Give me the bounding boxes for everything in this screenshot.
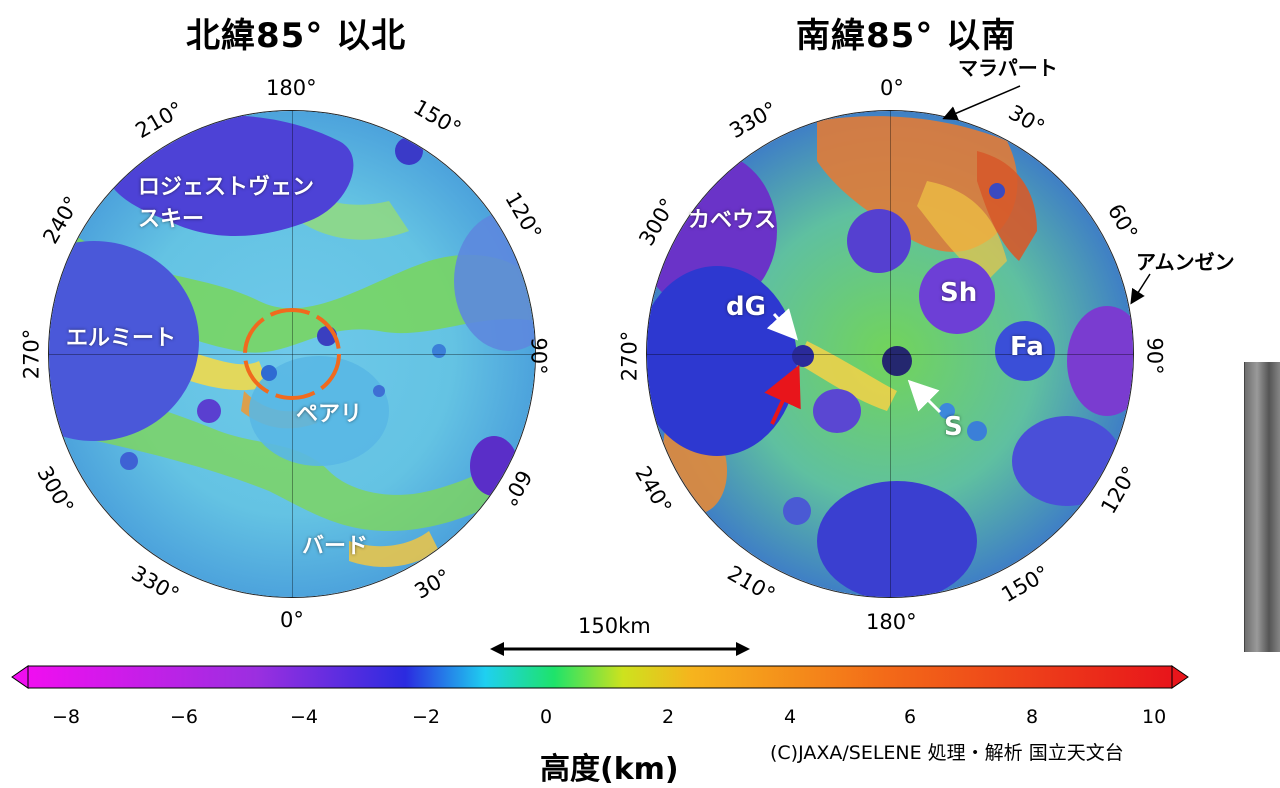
colorbar-tick: 10 <box>1142 706 1167 728</box>
elevation-colorbar <box>11 665 1189 689</box>
scale-label: 150km <box>578 614 651 638</box>
colorbar-tick: 6 <box>904 706 917 728</box>
south-pole-elevation-map <box>646 110 1134 598</box>
label-Sh: Sh <box>940 278 978 308</box>
label-Fa: Fa <box>1010 332 1044 362</box>
north-degree-top: 180° <box>266 76 317 100</box>
label-hermite: エルミート <box>66 326 177 351</box>
label-dG: dG <box>726 292 766 322</box>
colorbar-tick: −8 <box>52 706 81 728</box>
label-peary: ペアリ <box>296 402 363 427</box>
label-byrd: バード <box>302 534 369 559</box>
colorbar-tick: −2 <box>412 706 441 728</box>
colorbar-tick: 4 <box>784 706 797 728</box>
colorbar-tick: 8 <box>1026 706 1039 728</box>
label-amundsen: アムンゼン <box>1136 250 1235 274</box>
colorbar-tick: 2 <box>662 706 675 728</box>
north-pole-highlight-ring <box>243 308 341 400</box>
colorbar-tick: −6 <box>170 706 199 728</box>
label-malapert: マラパート <box>958 56 1058 80</box>
label-rozhdestvensky: ロジェストヴェン スキー <box>138 175 315 232</box>
south-pole-title: 南緯85° 以南 <box>796 16 1017 56</box>
north-pole-elevation-map <box>48 110 536 598</box>
south-degree-top: 0° <box>880 76 904 100</box>
colorbar-title: 高度(km) <box>540 752 679 787</box>
north-degree-bottom: 0° <box>280 608 304 632</box>
colorbar-tick: 0 <box>540 706 553 728</box>
label-S: S <box>944 412 963 442</box>
south-degree-bottom: 180° <box>866 610 917 634</box>
north-pole-title: 北緯85° 以北 <box>186 16 407 56</box>
credit-line: (C)JAXA/SELENE 処理・解析 国立天文台 <box>770 742 1124 764</box>
label-cabeus: カベウス <box>688 208 777 233</box>
partial-grayscale-image <box>1244 362 1280 652</box>
colorbar-tick: −4 <box>290 706 319 728</box>
scale-bar <box>490 642 750 656</box>
